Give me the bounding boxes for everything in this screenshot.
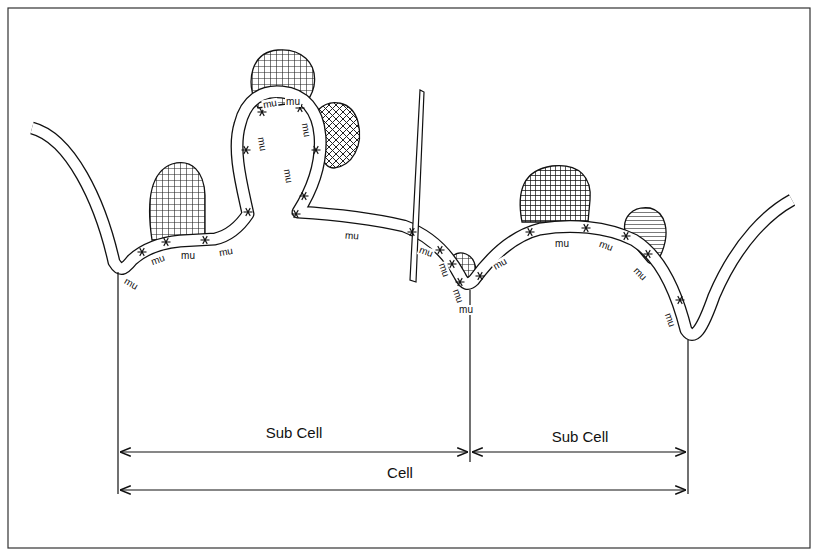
unit-label: mu bbox=[149, 253, 167, 268]
boundary-marker bbox=[140, 248, 145, 256]
boundary-marker bbox=[302, 192, 307, 200]
boundary-marker bbox=[314, 146, 319, 154]
boundary-marker bbox=[678, 296, 683, 304]
boundary-marker bbox=[438, 246, 443, 254]
unit-label: mu bbox=[458, 305, 474, 315]
unit-label: mu bbox=[122, 276, 141, 293]
boundary-marker bbox=[294, 210, 299, 218]
boundary-marker bbox=[203, 236, 208, 244]
dimension-label: Sub Cell bbox=[263, 425, 326, 440]
boundary-marker bbox=[246, 208, 251, 216]
boundary-marker bbox=[164, 238, 169, 246]
unit-label: mu bbox=[554, 239, 570, 249]
grid-hatched-body bbox=[520, 166, 590, 222]
boundary-marker bbox=[244, 146, 249, 154]
boundary-marker bbox=[678, 296, 683, 304]
dimension-label: Sub Cell bbox=[549, 429, 612, 444]
unit-label: mu bbox=[256, 135, 269, 152]
boundary-marker bbox=[410, 228, 415, 236]
boundary-marker bbox=[203, 236, 208, 244]
boundary-markers bbox=[138, 104, 685, 304]
boundary-marker bbox=[624, 232, 629, 240]
unit-label: mu bbox=[285, 97, 301, 107]
unit-label: mu bbox=[597, 239, 615, 254]
boundary-marker bbox=[450, 260, 455, 268]
unit-label: mu bbox=[261, 98, 278, 111]
boundary-marker bbox=[478, 272, 483, 280]
boundary-marker bbox=[528, 228, 533, 236]
grid-hatched-body bbox=[149, 163, 205, 240]
boundary-marker bbox=[244, 146, 249, 154]
boundary-marker bbox=[302, 192, 307, 200]
unit-label: mu bbox=[451, 287, 466, 305]
frame bbox=[8, 8, 810, 548]
boundary-marker bbox=[314, 146, 319, 154]
boundary-marker bbox=[624, 232, 629, 240]
dimension-label: Cell bbox=[384, 465, 416, 480]
boundary-marker bbox=[458, 278, 463, 286]
boundary-marker bbox=[450, 260, 455, 268]
dimension-lines bbox=[118, 272, 688, 494]
unit-label: mu bbox=[344, 230, 361, 241]
boundary-marker bbox=[528, 228, 533, 236]
boundary-marker bbox=[410, 228, 415, 236]
boundary-marker bbox=[458, 278, 463, 286]
boundary-marker bbox=[646, 250, 651, 258]
unit-label: mu bbox=[282, 167, 295, 184]
boundary-marker bbox=[584, 224, 589, 232]
boundary-marker bbox=[294, 210, 299, 218]
boundary-marker bbox=[646, 250, 651, 258]
unit-label: mu bbox=[300, 121, 313, 138]
boundary-marker bbox=[478, 272, 483, 280]
boundary-marker bbox=[438, 246, 443, 254]
unit-label: mu bbox=[217, 246, 234, 259]
boundary-marker bbox=[164, 238, 169, 246]
boundary-marker bbox=[140, 248, 145, 256]
surface-band bbox=[32, 92, 792, 335]
unit-label: mu bbox=[631, 265, 649, 283]
boundary-marker bbox=[246, 208, 251, 216]
unit-label: mu bbox=[180, 251, 196, 261]
boundary-marker bbox=[584, 224, 589, 232]
